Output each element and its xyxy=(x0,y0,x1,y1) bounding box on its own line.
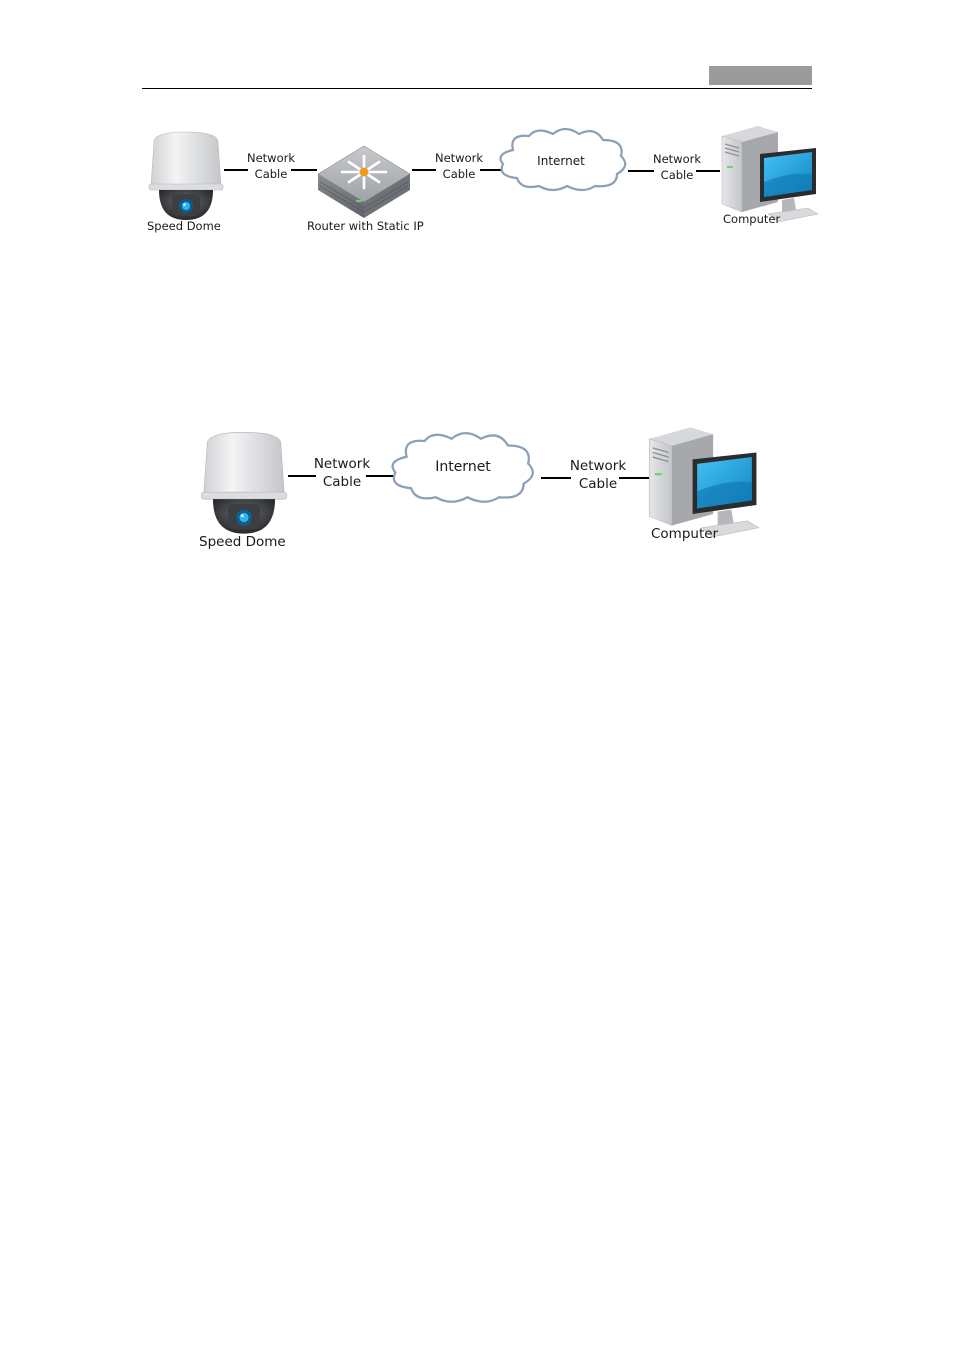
computer-label: Computer xyxy=(651,526,718,542)
speed-dome-icon xyxy=(146,130,226,222)
speed-dome-label: Speed Dome xyxy=(199,534,286,550)
cable-label: Network Cable xyxy=(565,457,631,493)
cable-label: Network Cable xyxy=(431,151,487,182)
router-label: Router with Static IP xyxy=(307,219,424,233)
computer-icon xyxy=(720,122,820,224)
speed-dome-label: Speed Dome xyxy=(147,219,221,233)
header-block xyxy=(709,66,812,85)
header-rule xyxy=(142,88,812,89)
cable-label: Network Cable xyxy=(243,151,299,182)
router-icon xyxy=(316,142,412,220)
cable-label: Network Cable xyxy=(649,152,705,183)
speed-dome-icon xyxy=(198,430,290,536)
cable-label: Network Cable xyxy=(309,455,375,491)
internet-label: Internet xyxy=(530,154,592,168)
computer-icon xyxy=(647,422,761,540)
internet-label: Internet xyxy=(426,459,500,475)
computer-label: Computer xyxy=(723,212,780,226)
